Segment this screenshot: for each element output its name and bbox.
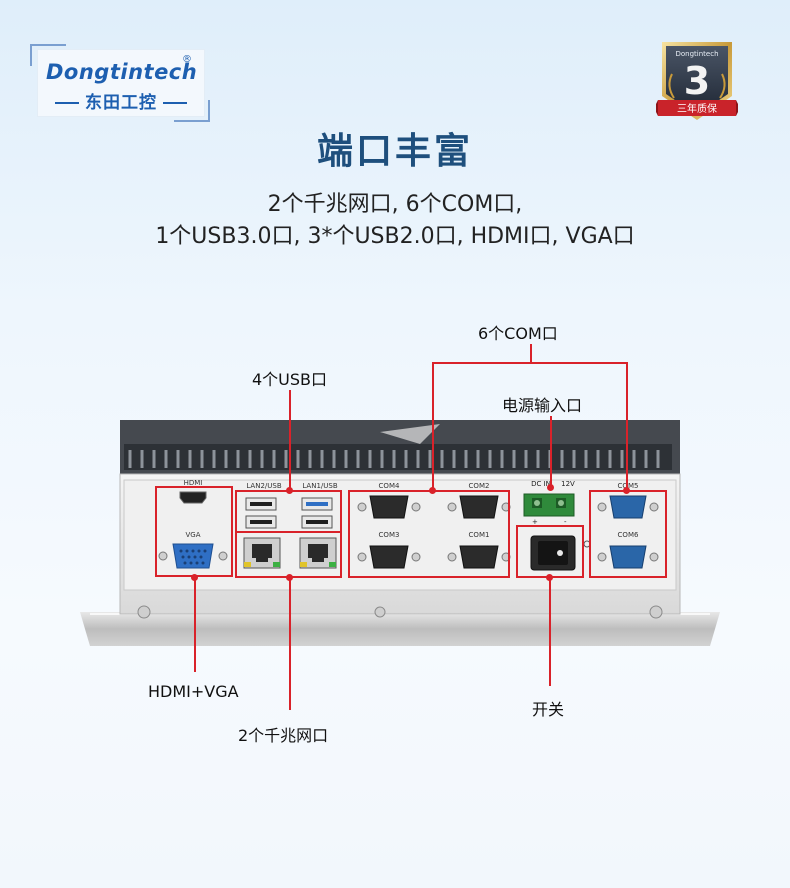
com-5-6-highlight	[589, 490, 667, 578]
logo-registered-mark: ®	[182, 54, 192, 65]
usb-lan-highlight	[235, 490, 342, 578]
com-ports-blue	[597, 495, 659, 569]
logo-corner-decoration	[30, 44, 66, 66]
dc-minus-label: -	[564, 518, 567, 526]
callout-hdmi-vga: HDMI+VGA	[148, 682, 239, 701]
warranty-badge-icon: Dongtintech 3 三年质保	[656, 42, 738, 120]
logo-corner-decoration	[174, 100, 210, 122]
power-switch-icon	[530, 535, 591, 571]
heatsink-fins	[124, 424, 672, 470]
dc-in-label: DC IN	[531, 480, 551, 488]
com3-label: COM3	[379, 531, 400, 539]
com-ports-black	[357, 495, 511, 569]
power-switch-highlight	[516, 525, 584, 578]
lan2-label: LAN2/USB	[246, 482, 281, 490]
badge-number: 3	[684, 59, 710, 103]
callout-usb: 4个USB口	[252, 370, 328, 389]
lan-ports	[243, 537, 337, 569]
com4-label: COM4	[379, 482, 400, 490]
logo-brand-text: Dongtintech	[46, 60, 198, 84]
callout-switch: 开关	[532, 700, 565, 719]
com2-label: COM2	[469, 482, 490, 490]
screw-icon	[374, 606, 386, 618]
badge-brand: Dongtintech	[675, 50, 718, 58]
screw-icon	[137, 605, 151, 619]
com-1-4-highlight	[348, 490, 510, 578]
dc-power-terminal-icon	[523, 493, 575, 517]
vga-port-label: VGA	[185, 531, 200, 539]
page-title: 端口丰富	[316, 131, 473, 172]
callout-lan: 2个千兆网口	[238, 726, 329, 745]
voltage-label: 12V	[561, 480, 575, 488]
logo-chinese-name-text: 东田工控	[85, 93, 157, 113]
industrial-pc-illustration: HDMI VGA LAN2/USB LAN1/USB COM4 COM2 COM…	[80, 420, 720, 646]
screw-icon	[649, 605, 663, 619]
callout-power-input: 电源输入口	[502, 396, 583, 415]
dc-plus-label: +	[532, 518, 538, 526]
usb-lan-divider	[235, 531, 342, 533]
com6-label: COM6	[618, 531, 639, 539]
subtitle-line-1: 2个千兆网口, 6个COM口,	[267, 192, 523, 217]
com5-label: COM5	[618, 482, 639, 490]
subtitle-line-2: 1个USB3.0口, 3*个USB2.0口, HDMI口, VGA口	[155, 224, 635, 249]
logo-chinese-name: 东田工控	[38, 88, 204, 113]
badge-warranty-text: 三年质保	[677, 102, 717, 115]
usb-ports	[245, 497, 333, 529]
hdmi-port-label: HDMI	[184, 479, 203, 487]
hdmi-port-icon	[179, 491, 207, 504]
com1-label: COM1	[469, 531, 490, 539]
lan1-label: LAN1/USB	[302, 482, 337, 490]
callout-com: 6个COM口	[478, 324, 558, 343]
brand-logo: Dongtintech ® 东田工控	[30, 44, 210, 122]
hdmi-vga-highlight	[155, 486, 233, 577]
base-plate	[80, 612, 720, 646]
